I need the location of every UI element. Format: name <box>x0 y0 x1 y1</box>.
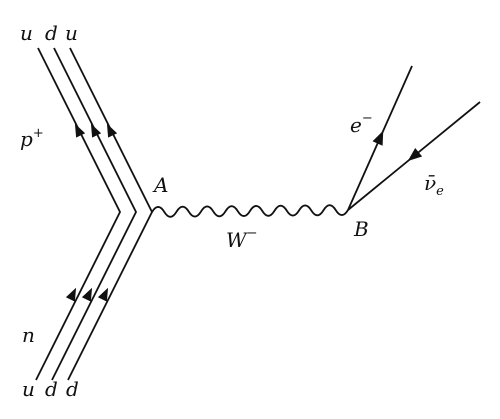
quark-label-bottom-1: u <box>22 377 35 401</box>
lepton-lines <box>347 65 481 211</box>
antineutrino-label-flavor: e <box>436 184 444 199</box>
arrow-neutron-3 <box>97 287 109 302</box>
quark-line-3 <box>67 47 154 381</box>
w-boson-label-charge: − <box>247 226 258 241</box>
quark-label-bottom-2: d <box>45 377 58 401</box>
proton-label-base: p <box>20 127 33 151</box>
vertex-b-label: B <box>353 217 369 241</box>
electron-label-charge: − <box>362 111 373 126</box>
arrow-neutron-1 <box>65 287 77 302</box>
electron-arrow <box>372 130 384 146</box>
proton-quark-arrows <box>74 123 118 138</box>
w-boson-line <box>151 204 349 218</box>
quark-label-top-3: u <box>65 21 78 45</box>
neutron-label: n <box>22 323 35 347</box>
proton-label: p+ <box>20 126 44 151</box>
quark-lines <box>35 47 154 381</box>
proton-label-charge: + <box>33 126 44 141</box>
vertex-a-label: A <box>152 173 168 197</box>
arrow-proton-3 <box>106 123 118 138</box>
arrow-proton-2 <box>90 123 102 138</box>
w-boson-label-base: W <box>226 228 248 252</box>
electron-label-base: e <box>350 113 362 137</box>
antineutrino-label: ν̄e <box>424 171 444 199</box>
arrow-neutron-2 <box>81 287 93 302</box>
quark-line-1 <box>35 47 122 381</box>
w-boson-label: W− <box>226 226 257 252</box>
quark-line-2 <box>51 47 138 381</box>
arrow-proton-1 <box>74 123 86 138</box>
neutron-quark-arrows <box>65 287 109 302</box>
antineutrino-label-base: ν̄ <box>424 171 436 195</box>
antineutrino-arrow <box>407 147 423 162</box>
quark-label-bottom-3: d <box>66 377 79 401</box>
quark-label-top-1: u <box>20 21 33 45</box>
electron-label: e− <box>350 111 373 137</box>
quark-label-top-2: d <box>45 21 58 45</box>
